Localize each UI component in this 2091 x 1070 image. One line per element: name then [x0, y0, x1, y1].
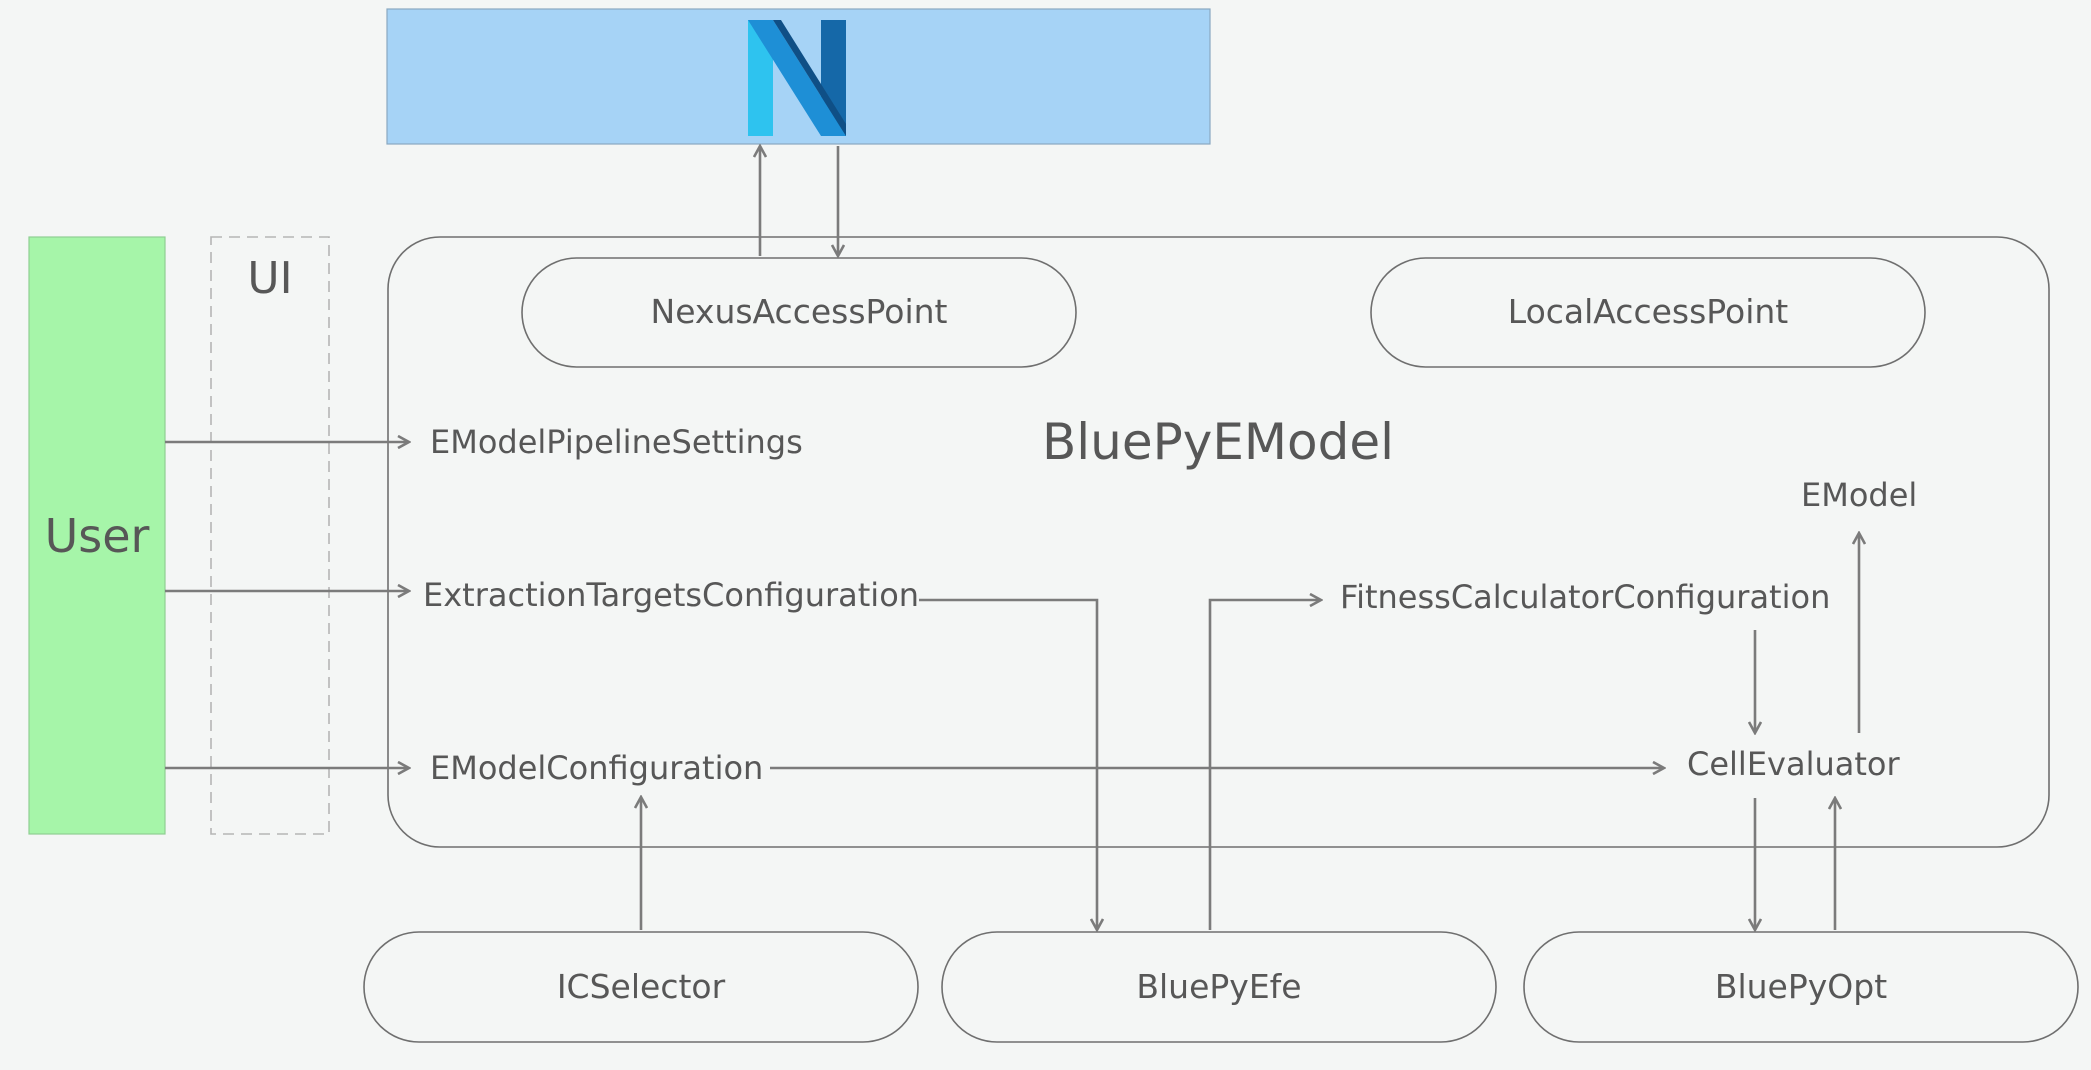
nexus-logo-icon — [748, 20, 846, 136]
user-box — [28, 236, 166, 835]
bluepyopt-label: BluePyOpt — [1715, 967, 1887, 1006]
ui-label: UI — [247, 253, 292, 304]
nexus-access-point-label: NexusAccessPoint — [651, 292, 948, 331]
bluepyefe-box — [941, 931, 1497, 1043]
connectors — [165, 146, 1859, 930]
ui-column — [210, 236, 330, 835]
icselector-box — [363, 931, 919, 1043]
cell-evaluator-label: CellEvaluator — [1687, 745, 1900, 783]
emodel-configuration-label: EModelConfiguration — [430, 749, 763, 787]
fitness-calculator-label: FitnessCalculatorConfiguration — [1340, 578, 1830, 616]
user-label: User — [45, 509, 150, 563]
nexus-access-point-box — [521, 257, 1077, 368]
icselector-label: ICSelector — [557, 967, 726, 1006]
local-access-point-label: LocalAccessPoint — [1508, 292, 1788, 331]
emodel-label: EModel — [1801, 476, 1917, 514]
bluepyopt-box — [1523, 931, 2079, 1043]
pipeline-settings-label: EModelPipelineSettings — [430, 423, 803, 461]
bluepyefe-label: BluePyEfe — [1136, 967, 1301, 1006]
bluepyemodel-container — [387, 236, 2050, 848]
extraction-targets-label: ExtractionTargetsConfiguration — [423, 576, 919, 614]
bluepyemodel-title: BluePyEModel — [1042, 413, 1394, 471]
arrow-bluepyefe-to-fitness-calculator — [1208, 600, 1321, 930]
arrow-extraction-targets-to-bluepyefe — [919, 598, 1097, 930]
local-access-point-box — [1370, 257, 1926, 368]
